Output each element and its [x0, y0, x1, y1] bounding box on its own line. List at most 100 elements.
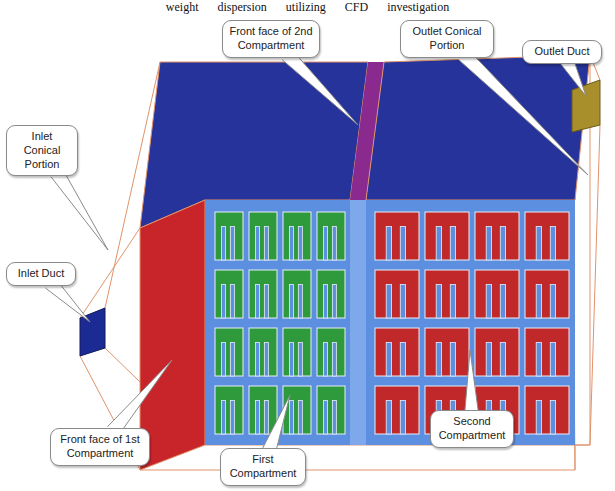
baffle-plate — [317, 212, 345, 260]
callout-text: First Compartment — [227, 453, 299, 481]
baffle-slot — [255, 342, 259, 376]
paper-text: weight dispersion utilizing CFD investig… — [0, 0, 615, 14]
callout-tail — [51, 169, 108, 250]
baffle-slot — [230, 226, 234, 260]
callout-tail — [108, 360, 172, 436]
baffle-slot — [486, 226, 491, 260]
baffle-slot — [323, 284, 327, 318]
baffle — [375, 270, 419, 318]
callout-bubble: Second Compartment — [430, 410, 514, 448]
baffle-slot — [436, 284, 441, 318]
callout-text: Inlet Conical Portion — [13, 130, 71, 171]
baffle-plate — [525, 386, 569, 434]
baffle-plate — [375, 212, 419, 260]
baffle — [425, 328, 469, 376]
baffle-slot — [450, 226, 455, 260]
baffle-group — [215, 212, 345, 434]
baffle — [283, 212, 311, 260]
baffle-slot — [450, 342, 455, 376]
baffle-slot — [332, 284, 336, 318]
baffle-plate — [425, 328, 469, 376]
baffle-slot — [500, 226, 505, 260]
baffle-slot — [436, 226, 441, 260]
wireframe-lines — [80, 55, 600, 470]
baffle-slot — [550, 226, 555, 260]
baffle-slot — [436, 342, 441, 376]
baffle-plate — [475, 270, 519, 318]
baffle — [317, 386, 345, 434]
baffle-plate — [249, 270, 277, 318]
baffle-plate — [249, 328, 277, 376]
baffle-plate — [475, 212, 519, 260]
baffle-plate — [249, 386, 277, 434]
baffle-slot — [289, 226, 293, 260]
baffle-plate — [215, 328, 243, 376]
baffle-slot — [323, 400, 327, 434]
callout-tail — [459, 50, 588, 175]
callout-bubble: Inlet Conical Portion — [6, 125, 78, 176]
callout-tail — [262, 395, 290, 454]
callout-text: Front face of 2nd Compartment — [229, 25, 313, 53]
baffle-plate — [215, 386, 243, 434]
baffle-slot — [230, 284, 234, 318]
baffle — [317, 270, 345, 318]
baffle-slot — [550, 342, 555, 376]
baffle — [475, 328, 519, 376]
baffle — [215, 270, 243, 318]
callout-tail — [282, 50, 358, 125]
baffle-slot — [298, 226, 302, 260]
baffle-slot — [298, 400, 302, 434]
callout-text: Outlet Duct — [529, 45, 595, 59]
compartment-wall — [205, 200, 350, 445]
baffle-slot — [536, 342, 541, 376]
baffle-plate — [425, 270, 469, 318]
baffle-slot — [264, 400, 268, 434]
callout-text: Inlet Duct — [13, 267, 69, 281]
baffle — [525, 212, 569, 260]
callout-bubble: First Compartment — [220, 448, 306, 486]
baffle — [283, 270, 311, 318]
baffle-slot — [332, 400, 336, 434]
baffle — [249, 386, 277, 434]
baffle-plate — [375, 386, 419, 434]
baffle-slot — [500, 284, 505, 318]
baffle — [375, 212, 419, 260]
baffle-slot — [386, 226, 391, 260]
baffle-slot — [255, 400, 259, 434]
baffle-slot — [255, 226, 259, 260]
compartment-divider — [350, 200, 366, 445]
baffle-slot — [536, 284, 541, 318]
baffle — [215, 212, 243, 260]
baffle-plate — [215, 270, 243, 318]
baffle-plate — [475, 328, 519, 376]
callout-tail — [465, 350, 479, 414]
outlet-duct — [572, 80, 600, 132]
baffle-slot — [298, 284, 302, 318]
baffle-slot — [298, 342, 302, 376]
baffle-slot — [289, 342, 293, 376]
baffle-slot — [536, 226, 541, 260]
baffle-slot — [264, 284, 268, 318]
baffle-plate — [375, 328, 419, 376]
baffle — [375, 386, 419, 434]
baffle-plate — [283, 212, 311, 260]
callout-bubble: Front face of 1st Compartment — [50, 428, 150, 466]
baffle-plate — [215, 212, 243, 260]
baffle — [425, 212, 469, 260]
callout-bubble: Outlet Duct — [522, 40, 602, 64]
baffle-group — [375, 212, 569, 434]
baffle-plate — [283, 328, 311, 376]
baffle — [249, 270, 277, 318]
baffle-slot — [550, 284, 555, 318]
baffle-slot — [323, 342, 327, 376]
baffle — [525, 328, 569, 376]
baffle-plate — [249, 212, 277, 260]
baffle-slot — [450, 284, 455, 318]
baffle-plate — [283, 386, 311, 434]
baffle-slot — [221, 400, 225, 434]
baffle-plate — [525, 328, 569, 376]
baffle-slot — [230, 342, 234, 376]
first-front-face — [140, 200, 205, 470]
baffle-slot — [536, 400, 541, 434]
